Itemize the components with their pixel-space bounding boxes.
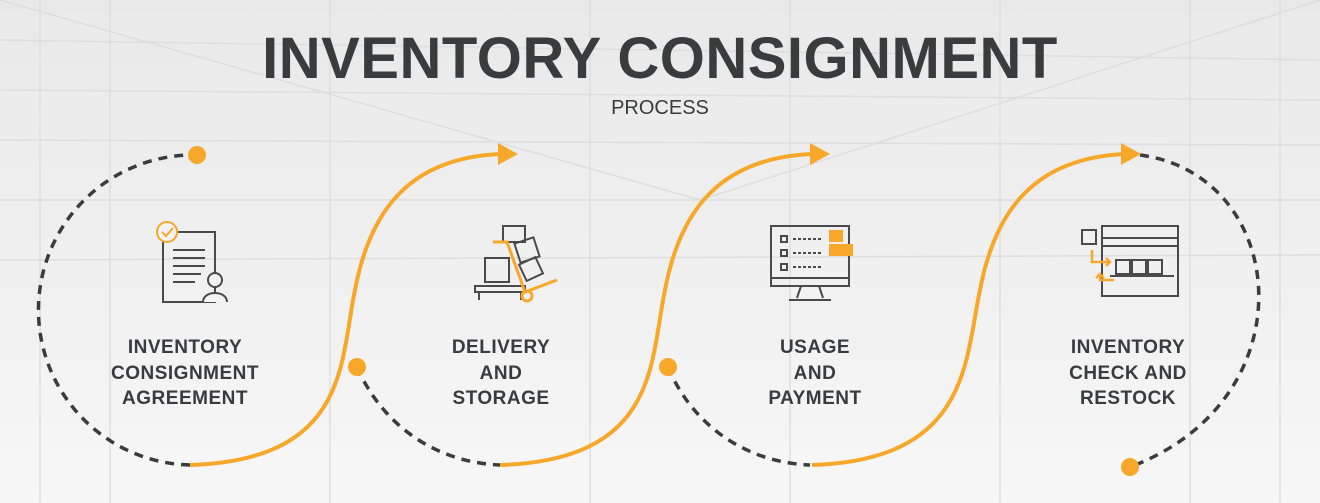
- step-label-consignment-agreement: INVENTORY CONSIGNMENT AGREEMENT: [85, 335, 285, 412]
- contract-document-with-person-icon: [156, 221, 228, 303]
- flow-dot-2: [348, 358, 366, 376]
- flow-curve-2: [499, 152, 813, 467]
- dashed-arc-3: [666, 366, 811, 467]
- page-subtitle: PROCESS: [611, 97, 709, 119]
- step-label-usage-payment: USAGE AND PAYMENT: [715, 335, 915, 412]
- monitor-checklist-with-box-icon: [770, 225, 853, 301]
- dashed-arc-2: [355, 366, 501, 467]
- page-title: INVENTORY CONSIGNMENT: [262, 26, 1058, 91]
- step-label-line: AND: [479, 362, 523, 384]
- step-label-line: INVENTORY: [127, 337, 243, 358]
- arrow-head-3: [1121, 143, 1141, 165]
- flow-dot-4: [1121, 458, 1139, 476]
- flow-curve-3: [811, 152, 1126, 467]
- shelf-restock-icon: [1081, 225, 1179, 297]
- dashed-arc-1: [36, 153, 198, 467]
- step-label-line: DELIVERY: [451, 337, 551, 358]
- step-label-line: CONSIGNMENT: [111, 362, 259, 384]
- flow-dot-1: [188, 146, 206, 164]
- step-label-delivery-storage: DELIVERY AND STORAGE: [401, 335, 601, 412]
- dashed-arc-4: [1129, 153, 1261, 469]
- flow-curve-1: [189, 152, 501, 467]
- step-label-line: AGREEMENT: [122, 388, 248, 409]
- step-label-line: USAGE: [779, 337, 851, 358]
- flow-dot-3: [659, 358, 677, 376]
- step-label-line: AND: [793, 362, 837, 384]
- step-label-line: STORAGE: [452, 388, 550, 409]
- arrow-head-2: [810, 143, 830, 165]
- step-label-line: CHECK AND: [1069, 362, 1187, 384]
- arrow-head-1: [498, 143, 518, 165]
- step-label-line: RESTOCK: [1079, 388, 1177, 409]
- step-label-line: INVENTORY: [1070, 337, 1186, 358]
- hand-truck-with-boxes-icon: [474, 225, 558, 303]
- step-label-check-restock: INVENTORY CHECK AND RESTOCK: [1028, 335, 1228, 412]
- step-label-line: PAYMENT: [768, 388, 862, 409]
